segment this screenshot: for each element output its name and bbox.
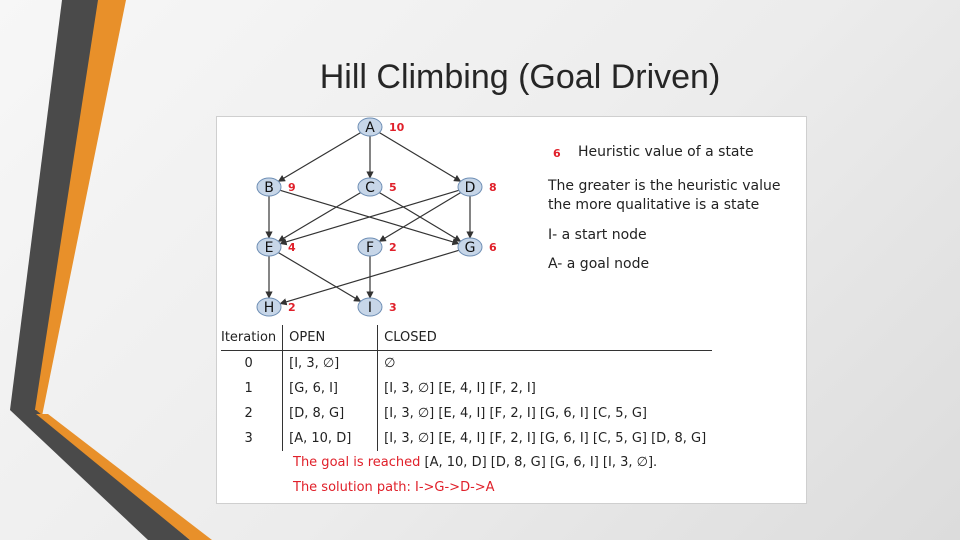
edge-E-I [278,252,362,302]
orange-stripe-lower [36,414,212,540]
node-G [457,237,483,257]
open-cell: [D, 8, G] [282,401,378,426]
closed-cell: ∅ [377,350,713,376]
node-I [357,297,383,317]
greater-heuristic-line1: The greater is the heuristic value [548,178,781,194]
dark-stripe-lower [10,410,190,540]
orange-stripe-upper [34,0,126,416]
edge-G-H [279,249,460,306]
heuristic-value-A: 10 [389,121,405,134]
heuristic-value-F: 2 [389,241,397,254]
table-row: 3 [A, 10, D] [I, 3, ∅] [E, 4, I] [F, 2, … [221,426,713,451]
heuristic-legend-text: Heuristic value of a state [578,144,754,160]
heuristic-value-E: 4 [288,241,296,254]
node-A [357,117,383,137]
goal-reached-line: The goal is reached [A, 10, D] [D, 8, G]… [293,455,657,470]
solution-path-line: The solution path: I->G->D->A [293,480,495,495]
heuristic-example-value: 6 [553,147,561,160]
node-label-C: C [365,180,375,196]
heuristic-value-D: 8 [489,181,497,194]
iteration-cell: 2 [244,406,253,421]
slide-title: Hill Climbing (Goal Driven) [319,58,721,96]
node-B [256,177,282,197]
iteration-table: Iteration OPEN CLOSED 0 [I, 3, ∅] ∅ 1 [G… [221,325,713,451]
table-row: 1 [G, 6, I] [I, 3, ∅] [E, 4, I] [F, 2, I… [221,376,713,401]
goal-reached-path: [A, 10, D] [D, 8, G] [G, 6, I] [I, 3, ∅]… [420,455,658,470]
edge-A-D [379,132,462,182]
open-cell: [I, 3, ∅] [282,350,378,376]
iteration-cell: 3 [244,431,253,446]
node-C [357,177,383,197]
edge-C-E [277,192,361,242]
table-row: 0 [I, 3, ∅] ∅ [221,350,713,376]
solution-path-label: The solution path [293,480,407,495]
dark-stripe-upper [10,0,100,410]
node-label-G: G [465,240,476,256]
node-label-I: I [368,300,372,316]
edge-D-E [279,189,460,246]
edge-A-B [277,132,361,182]
table-header-row: Iteration OPEN CLOSED [221,325,713,351]
closed-cell: [I, 3, ∅] [E, 4, I] [F, 2, I] [G, 6, I] … [377,401,713,426]
node-F [357,237,383,257]
open-cell: [A, 10, D] [282,426,378,451]
heuristic-value-G: 6 [489,241,497,254]
node-E [256,237,282,257]
heuristic-value-H: 2 [288,301,296,314]
header-open: OPEN [282,325,378,351]
node-label-A: A [365,120,375,136]
solution-path-value: : I->G->D->A [406,480,495,495]
node-H [256,297,282,317]
heuristic-value-B: 9 [288,181,296,194]
closed-cell: [I, 3, ∅] [E, 4, I] [F, 2, I] [377,376,713,401]
node-label-B: B [264,180,274,196]
node-D [457,177,483,197]
edge-D-F [378,192,461,242]
node-label-H: H [264,300,275,316]
open-cell: [G, 6, I] [282,376,378,401]
closed-cell: [I, 3, ∅] [E, 4, I] [F, 2, I] [G, 6, I] … [377,426,713,451]
start-node-note: I- a start node [548,227,647,243]
heuristic-value-C: 5 [389,181,397,194]
header-closed: CLOSED [377,325,713,351]
node-label-D: D [465,180,476,196]
node-label-F: F [366,240,374,256]
node-label-E: E [265,240,274,256]
table-row: 2 [D, 8, G] [I, 3, ∅] [E, 4, I] [F, 2, I… [221,401,713,426]
heuristic-value-I: 3 [389,301,397,314]
iteration-cell: 1 [244,381,253,396]
goal-reached-label: The goal is reached [293,455,421,470]
header-iteration: Iteration [221,325,283,351]
goal-node-note: A- a goal node [548,256,650,272]
greater-heuristic-line2: the more qualitative is a state [548,197,760,213]
iteration-cell: 0 [244,356,253,371]
